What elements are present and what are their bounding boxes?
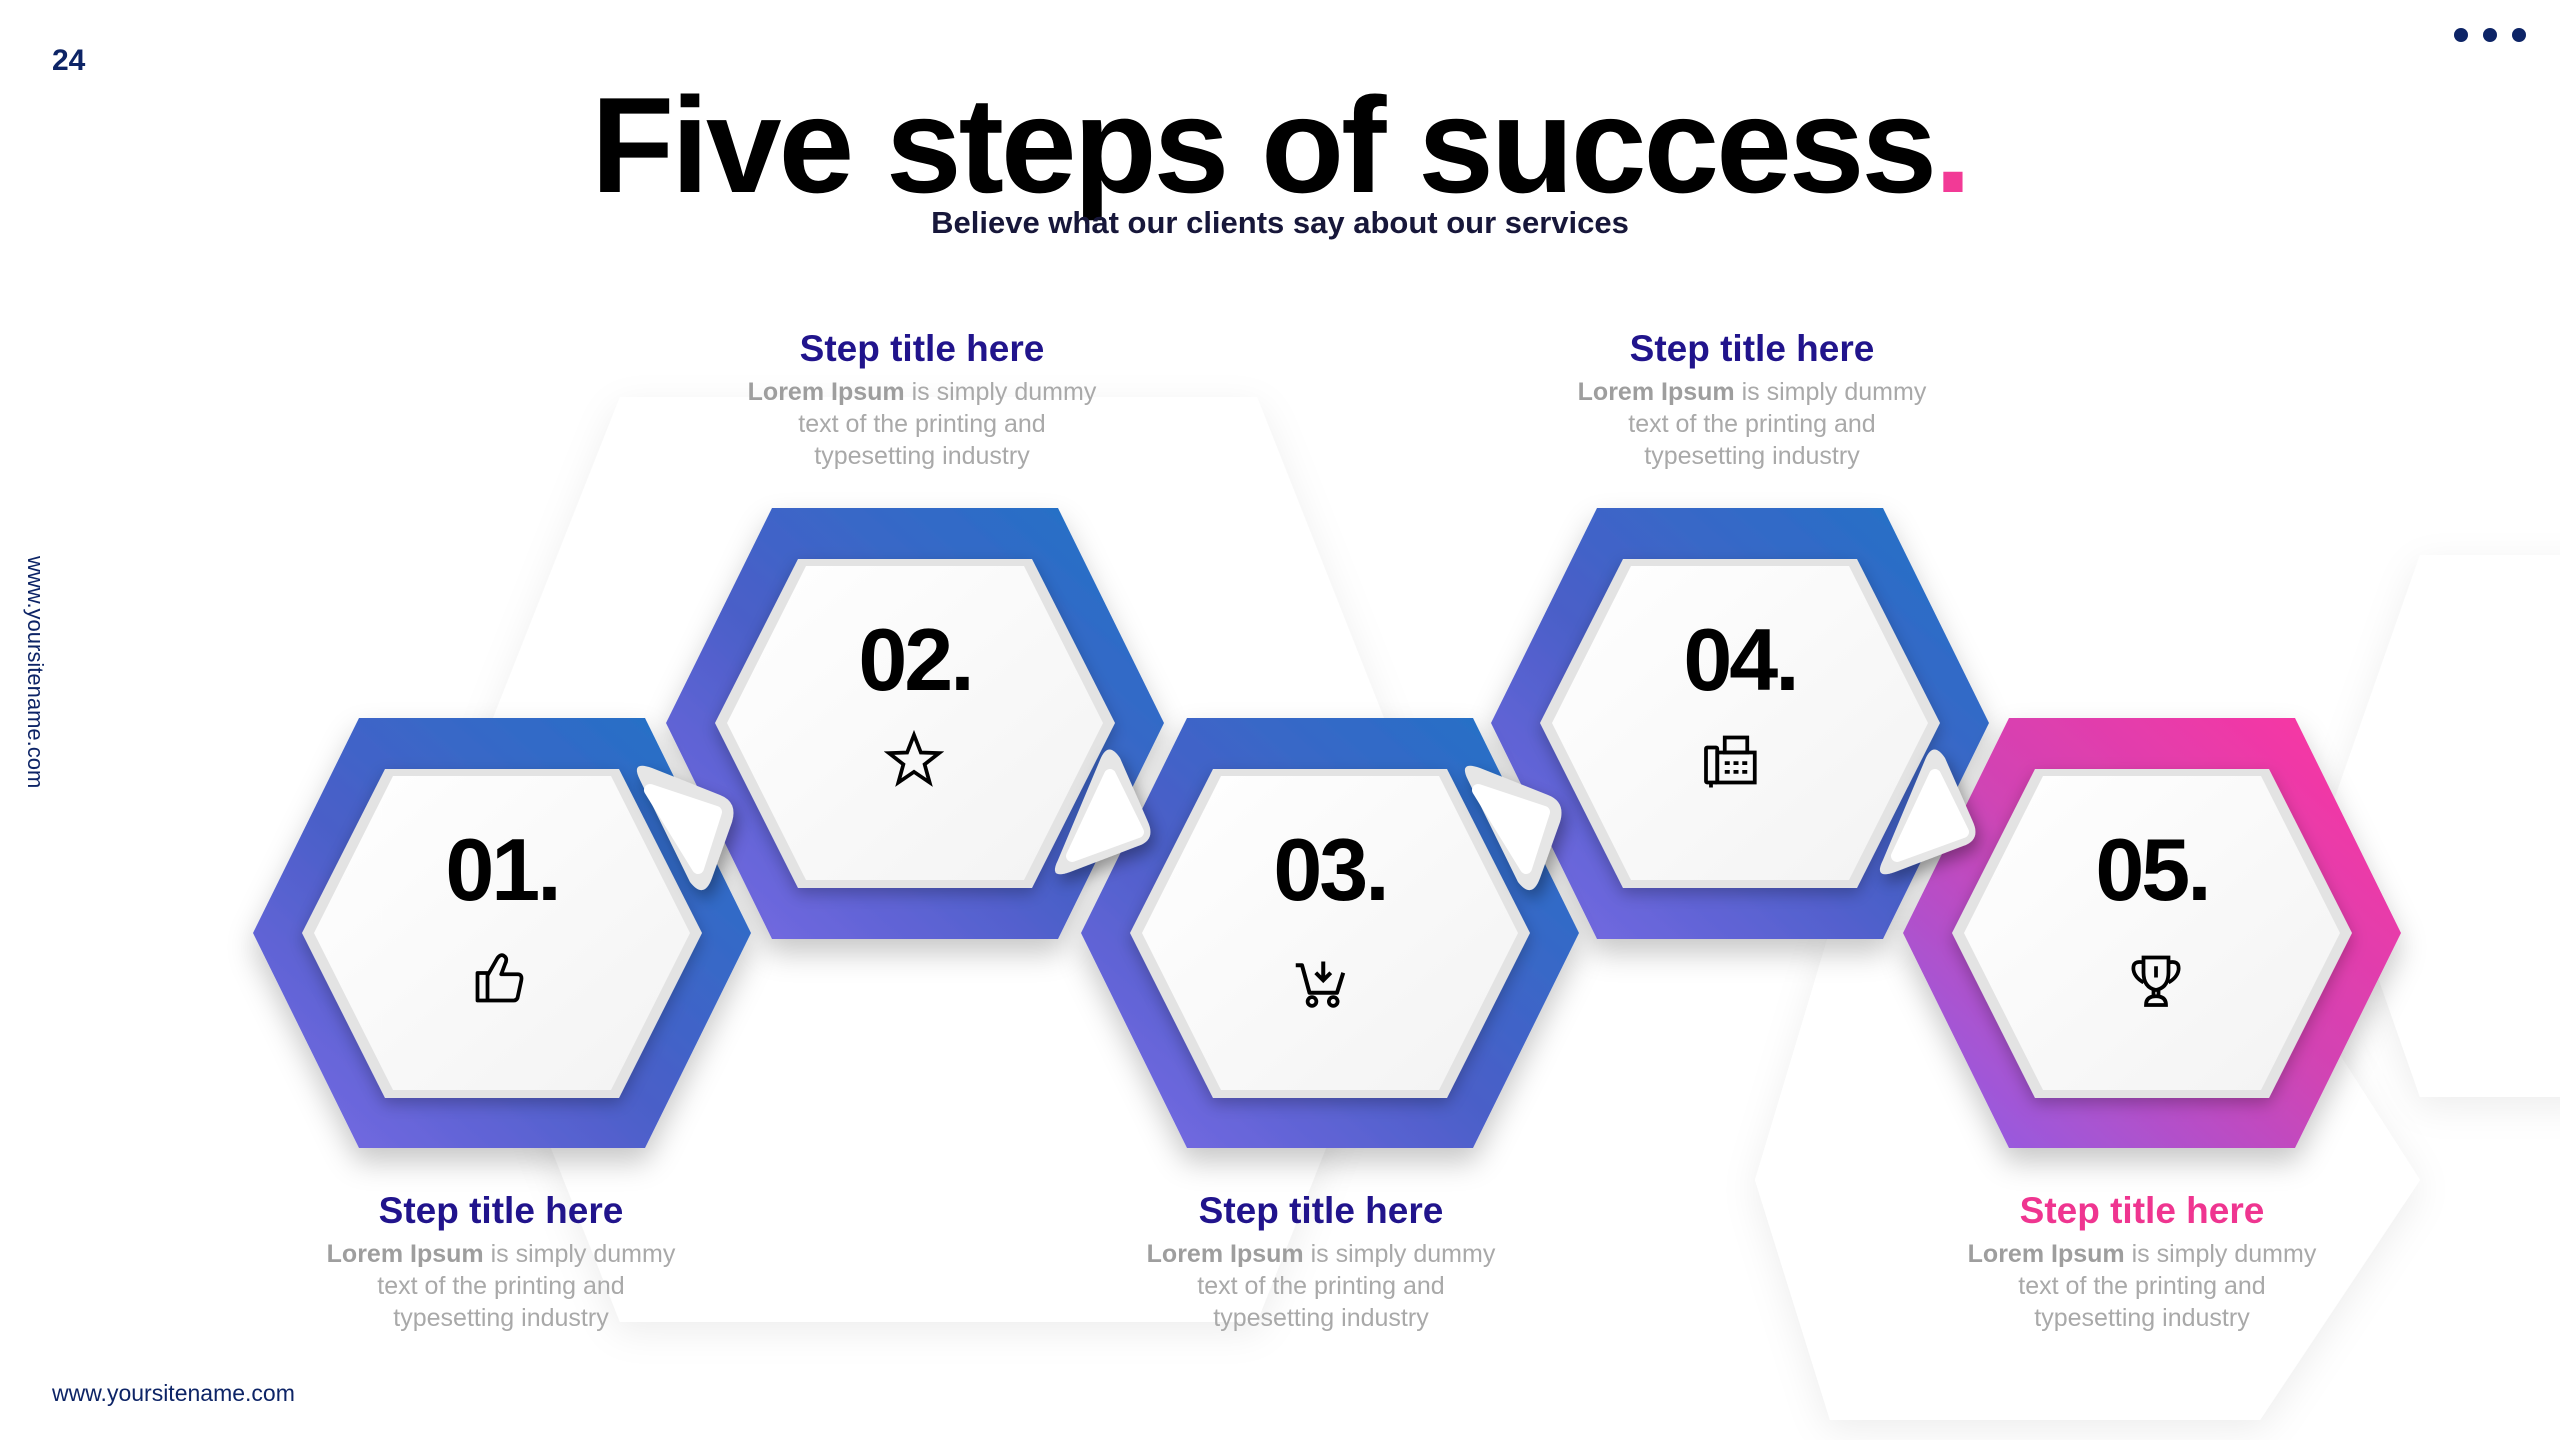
star-icon xyxy=(884,730,944,787)
step-1-description: Lorem Ipsum is simply dummy text of the … xyxy=(281,1238,721,1334)
step-4-text: Step title here Lorem Ipsum is simply du… xyxy=(1532,326,1972,472)
connector-arrow-3-4 xyxy=(1464,765,1562,891)
step-2-title: Step title here xyxy=(799,328,1045,369)
step-5-number: 05. xyxy=(2095,820,2211,919)
step-3-desc-line2: text of the printing and xyxy=(1197,1272,1445,1300)
step-2-text: Step title here Lorem Ipsum is simply du… xyxy=(702,326,1142,472)
step-1-desc-line3: typesetting industry xyxy=(393,1304,609,1332)
step-1-desc-bold: Lorem Ipsum xyxy=(326,1240,484,1268)
step-2-number: 02. xyxy=(858,610,974,709)
step-5-desc-line3: typesetting industry xyxy=(2034,1304,2250,1332)
step-3-desc-bold: Lorem Ipsum xyxy=(1146,1240,1304,1268)
step-3-desc-line1: is simply dummy xyxy=(1303,1240,1496,1268)
slide-title-text: Five steps of success xyxy=(591,69,1937,221)
connector-arrow-2-3 xyxy=(1054,749,1151,875)
step-3-title: Step title here xyxy=(1198,1190,1444,1231)
step-5-title: Step title here xyxy=(2019,1190,2265,1231)
thumbs-up-icon xyxy=(475,953,524,1003)
slide-subtitle: Believe what our clients say about our s… xyxy=(931,205,1629,240)
step-2-desc-line3: typesetting industry xyxy=(814,442,1030,470)
step-3-desc-line3: typesetting industry xyxy=(1213,1304,1429,1332)
fax-phone-icon xyxy=(1704,735,1757,788)
dot xyxy=(2512,28,2526,42)
side-url[interactable]: www.yoursitename.com xyxy=(23,556,48,789)
step-4-desc-line3: typesetting industry xyxy=(1644,442,1860,470)
more-dots-icon[interactable] xyxy=(2454,28,2526,42)
page-number: 24 xyxy=(52,44,86,77)
step-1-text: Step title here Lorem Ipsum is simply du… xyxy=(281,1188,721,1334)
step-5-text: Step title here Lorem Ipsum is simply du… xyxy=(1922,1188,2362,1334)
cart-download-icon xyxy=(1295,961,1346,1008)
connector-arrow-1-2 xyxy=(636,765,734,891)
step-2-desc-bold: Lorem Ipsum xyxy=(747,378,905,406)
step-4-number: 04. xyxy=(1683,610,1799,709)
step-1-title: Step title here xyxy=(378,1190,624,1231)
step-1-desc-line2: text of the printing and xyxy=(377,1272,625,1300)
connector-arrow-4-5 xyxy=(1879,749,1976,875)
step-5-desc-bold: Lorem Ipsum xyxy=(1967,1240,2125,1268)
slide-title: Five steps of success. xyxy=(0,70,2560,220)
step-1-desc-line1: is simply dummy xyxy=(483,1240,676,1268)
step-3-text: Step title here Lorem Ipsum is simply du… xyxy=(1101,1188,1541,1334)
step-5-desc-line1: is simply dummy xyxy=(2124,1240,2317,1268)
dot xyxy=(2483,28,2497,42)
step-4-description: Lorem Ipsum is simply dummy text of the … xyxy=(1532,376,1972,472)
step-4-desc-line1: is simply dummy xyxy=(1734,378,1927,406)
step-2-desc-line1: is simply dummy xyxy=(904,378,1097,406)
step-3-number: 03. xyxy=(1273,820,1389,919)
step-4-desc-line2: text of the printing and xyxy=(1628,410,1876,438)
trophy-icon xyxy=(2131,955,2181,1007)
step-4-title: Step title here xyxy=(1629,328,1875,369)
step-5-desc-line2: text of the printing and xyxy=(2018,1272,2266,1300)
dot xyxy=(2454,28,2468,42)
step-5-description: Lorem Ipsum is simply dummy text of the … xyxy=(1922,1238,2362,1334)
step-4-desc-bold: Lorem Ipsum xyxy=(1577,378,1735,406)
step-2-desc-line2: text of the printing and xyxy=(798,410,1046,438)
step-1-number: 01. xyxy=(445,820,561,919)
footer-url[interactable]: www.yoursitename.com xyxy=(52,1380,295,1406)
title-accent-dot: . xyxy=(1934,69,1972,221)
step-2-description: Lorem Ipsum is simply dummy text of the … xyxy=(702,376,1142,472)
step-3-description: Lorem Ipsum is simply dummy text of the … xyxy=(1101,1238,1541,1334)
